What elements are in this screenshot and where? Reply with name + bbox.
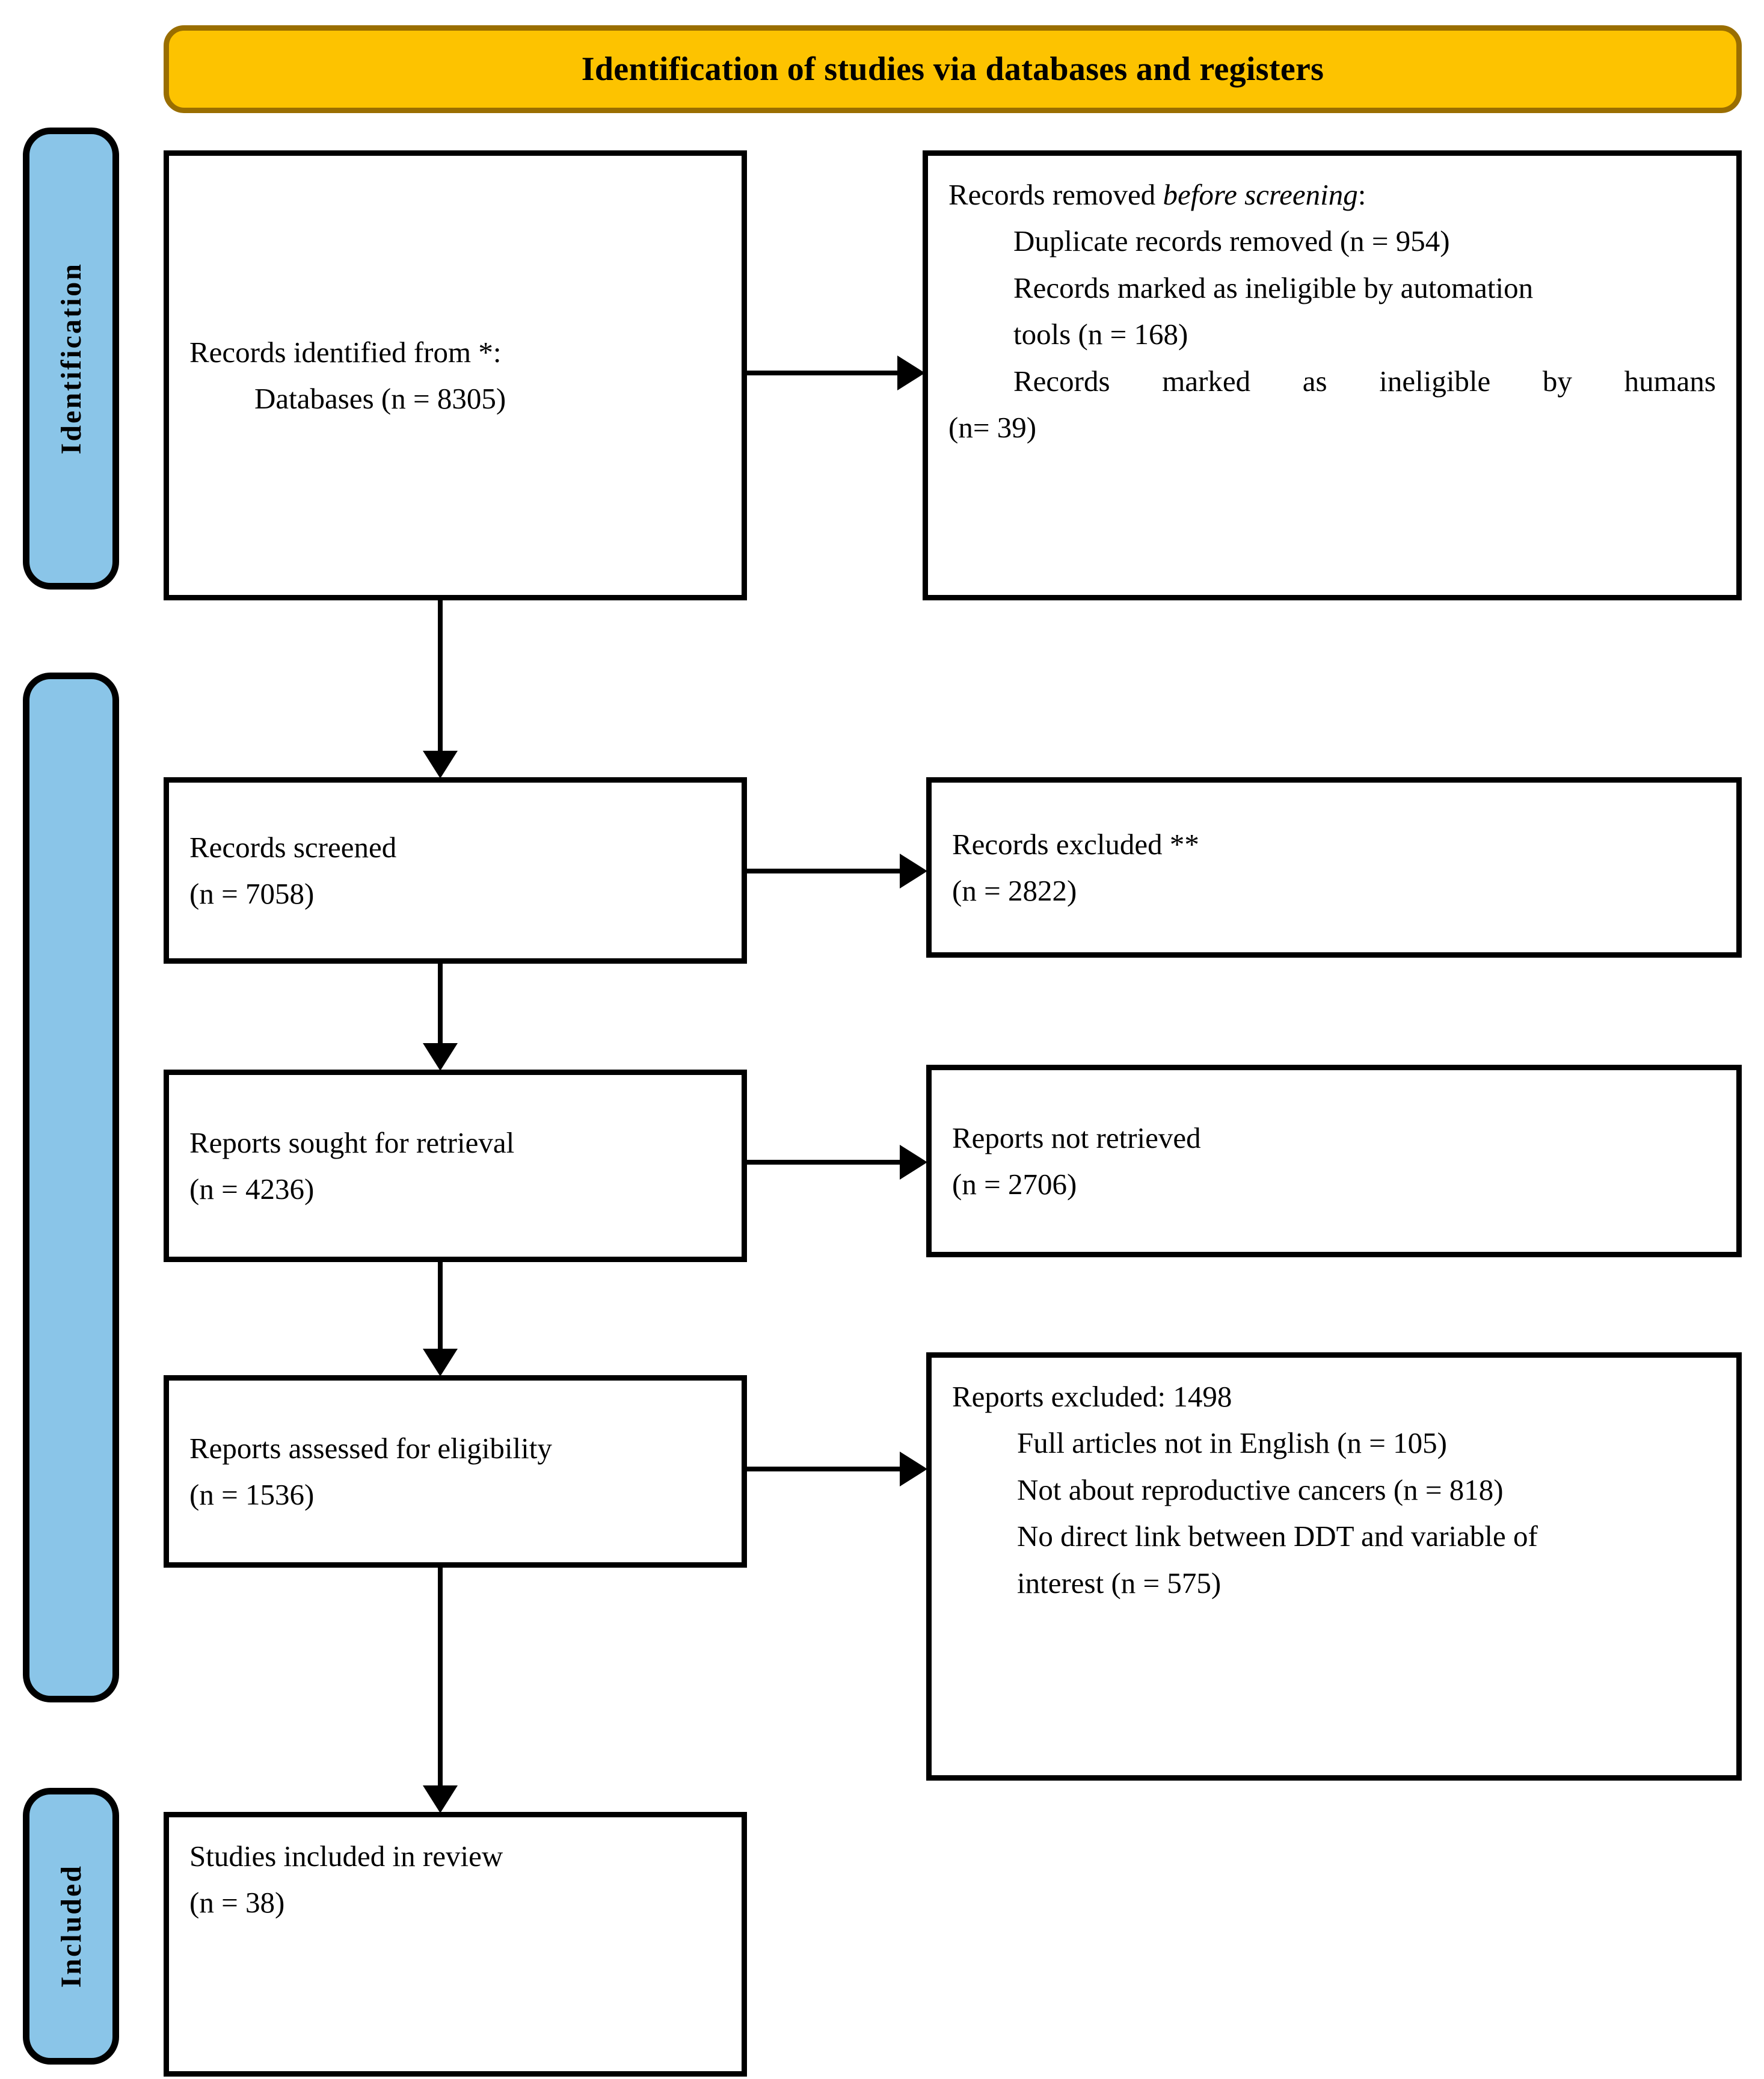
arrow-head-down-icon xyxy=(423,1785,458,1813)
records-identified-line1: Records identified from *: xyxy=(189,335,502,369)
arrow-head-right-icon xyxy=(900,854,927,889)
box-reports-excluded-detail: Reports excluded: 1498 Full articles not… xyxy=(926,1352,1742,1781)
arrow-sought-to-not-retrieved xyxy=(747,1144,927,1180)
arrow-head-right-icon xyxy=(900,1145,927,1180)
records-removed-title-italic: before screening xyxy=(1163,178,1358,211)
arrow-head-right-icon xyxy=(897,356,925,390)
arrow-identified-to-removed xyxy=(747,355,925,391)
diagram-title: Identification of studies via databases … xyxy=(581,51,1324,88)
arrow-shaft xyxy=(438,1262,443,1349)
reports-not-retrieved-line2: (n = 2706) xyxy=(952,1168,1077,1201)
stage-label-identification-text: Identification xyxy=(55,262,87,455)
arrow-sought-to-assessed xyxy=(404,1262,476,1376)
reports-excluded-line4: No direct link between DDT and variable … xyxy=(1017,1520,1538,1553)
reports-excluded-line3: Not about reproductive cancers (n = 818) xyxy=(1017,1473,1504,1506)
box-records-screened: Records screened (n = 7058) xyxy=(164,777,747,964)
box-records-excluded: Records excluded ** (n = 2822) xyxy=(926,777,1742,958)
arrow-shaft xyxy=(747,869,901,873)
reports-excluded-line1: Reports excluded: 1498 xyxy=(952,1380,1232,1413)
records-excluded-line1: Records excluded ** xyxy=(952,827,1199,861)
reports-assessed-line2: (n = 1536) xyxy=(189,1478,315,1511)
reports-not-retrieved-line1: Reports not retrieved xyxy=(952,1121,1201,1154)
stage-label-identification: Identification xyxy=(23,128,119,590)
arrow-head-down-icon xyxy=(423,751,458,778)
records-removed-title: Records removed before screening: xyxy=(948,171,1716,218)
records-removed-line2: Records marked as ineligible by automati… xyxy=(1013,271,1534,304)
stage-label-included: Included xyxy=(23,1788,119,2065)
box-studies-included: Studies included in review (n = 38) xyxy=(164,1812,747,2077)
reports-assessed-line1: Reports assessed for eligibility xyxy=(189,1431,552,1465)
records-removed-title-prefix: Records removed xyxy=(948,178,1163,211)
arrow-identified-to-screened xyxy=(404,600,476,778)
records-screened-line1: Records screened xyxy=(189,830,397,864)
records-removed-line5: (n= 39) xyxy=(948,411,1037,445)
arrow-assessed-to-reports-excluded xyxy=(747,1451,927,1487)
arrow-shaft xyxy=(438,964,443,1043)
records-removed-line3: tools (n = 168) xyxy=(1013,318,1188,351)
arrow-screened-to-sought xyxy=(404,964,476,1071)
stage-label-screening xyxy=(23,673,119,1702)
arrow-shaft xyxy=(438,1568,443,1785)
arrow-head-right-icon xyxy=(900,1452,927,1486)
arrow-head-down-icon xyxy=(423,1043,458,1071)
records-removed-line4: Records marked as ineligible by humans xyxy=(1013,364,1716,398)
records-identified-line2: Databases (n = 8305) xyxy=(254,382,506,415)
box-reports-not-retrieved: Reports not retrieved (n = 2706) xyxy=(926,1065,1742,1257)
records-excluded-line2: (n = 2822) xyxy=(952,874,1077,907)
arrow-screened-to-excluded xyxy=(747,853,927,889)
studies-included-line2: (n = 38) xyxy=(189,1886,285,1920)
reports-excluded-line5: interest (n = 575) xyxy=(1017,1566,1222,1600)
stage-label-included-text: Included xyxy=(55,1864,87,1988)
box-records-removed: Records removed before screening: Duplic… xyxy=(923,150,1742,600)
box-reports-sought: Reports sought for retrieval (n = 4236) xyxy=(164,1070,747,1262)
records-removed-line1: Duplicate records removed (n = 954) xyxy=(1013,224,1450,258)
records-screened-line2: (n = 7058) xyxy=(189,877,315,910)
arrow-shaft xyxy=(747,1160,901,1165)
arrow-shaft xyxy=(747,1467,901,1471)
arrow-shaft xyxy=(747,371,899,375)
box-reports-assessed: Reports assessed for eligibility (n = 15… xyxy=(164,1375,747,1568)
reports-excluded-line2: Full articles not in English (n = 105) xyxy=(1017,1426,1447,1460)
arrow-assessed-to-included xyxy=(404,1568,476,1813)
box-records-identified: Records identified from *: Databases (n … xyxy=(164,150,747,600)
arrow-shaft xyxy=(438,600,443,751)
reports-sought-line1: Reports sought for retrieval xyxy=(189,1126,515,1159)
reports-sought-line2: (n = 4236) xyxy=(189,1172,315,1206)
diagram-header-banner: Identification of studies via databases … xyxy=(164,25,1742,113)
arrow-head-down-icon xyxy=(423,1349,458,1376)
studies-included-line1: Studies included in review xyxy=(189,1840,503,1873)
records-removed-title-suffix: : xyxy=(1357,178,1366,211)
